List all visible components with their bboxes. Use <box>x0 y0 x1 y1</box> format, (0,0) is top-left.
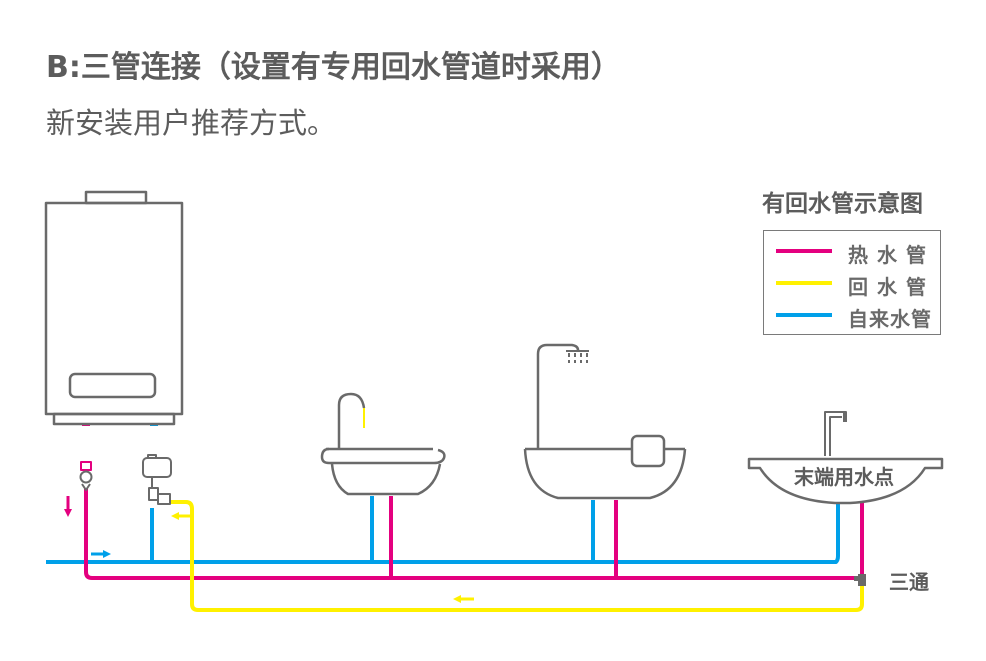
hot-water-swatch <box>776 249 832 253</box>
cold-main-pipe <box>46 503 840 564</box>
legend-title: 有回水管示意图 <box>762 191 923 217</box>
legend-label: 自来水管 <box>848 307 932 331</box>
cold-flow-arrowhead <box>103 550 111 558</box>
water-heater-icon <box>44 190 184 426</box>
legend: 热水管 回水管 自来水管 <box>763 230 941 335</box>
legend-item-return-water: 回水管 <box>764 268 940 299</box>
return-water-swatch <box>776 281 832 285</box>
valve-icon <box>79 461 93 491</box>
terminal-point-label: 末端用水点 <box>794 465 894 489</box>
legend-label: 回水管 <box>848 275 935 299</box>
tee-label: 三通 <box>889 570 929 594</box>
return-arrowhead-bottom <box>453 595 461 603</box>
page-subtitle: 新安装用户推荐方式。 <box>46 106 337 140</box>
tee-fitting-icon <box>854 574 866 586</box>
hot-main-pipe <box>84 488 862 580</box>
sink-icon <box>747 411 944 505</box>
legend-item-tap-water: 自来水管 <box>764 300 940 331</box>
legend-item-hot-water: 热水管 <box>764 236 940 267</box>
hot-water-pipes <box>64 423 864 580</box>
washbasin-icon <box>320 392 446 496</box>
bathtub-icon <box>523 343 687 500</box>
fixtures <box>44 190 944 586</box>
return-arrowhead-pump <box>171 512 179 520</box>
cold-water-pipes <box>46 423 840 564</box>
hot-flow-arrowhead <box>64 509 72 517</box>
return-water-pipes <box>170 408 864 612</box>
tap-water-swatch <box>776 313 832 317</box>
page-title: B:三管连接（设置有专用回水管道时采用） <box>46 50 621 85</box>
shower-head-icon <box>566 350 589 363</box>
legend-label: 热水管 <box>848 243 935 267</box>
pump-icon <box>142 454 172 505</box>
return-main-pipe <box>170 500 864 612</box>
